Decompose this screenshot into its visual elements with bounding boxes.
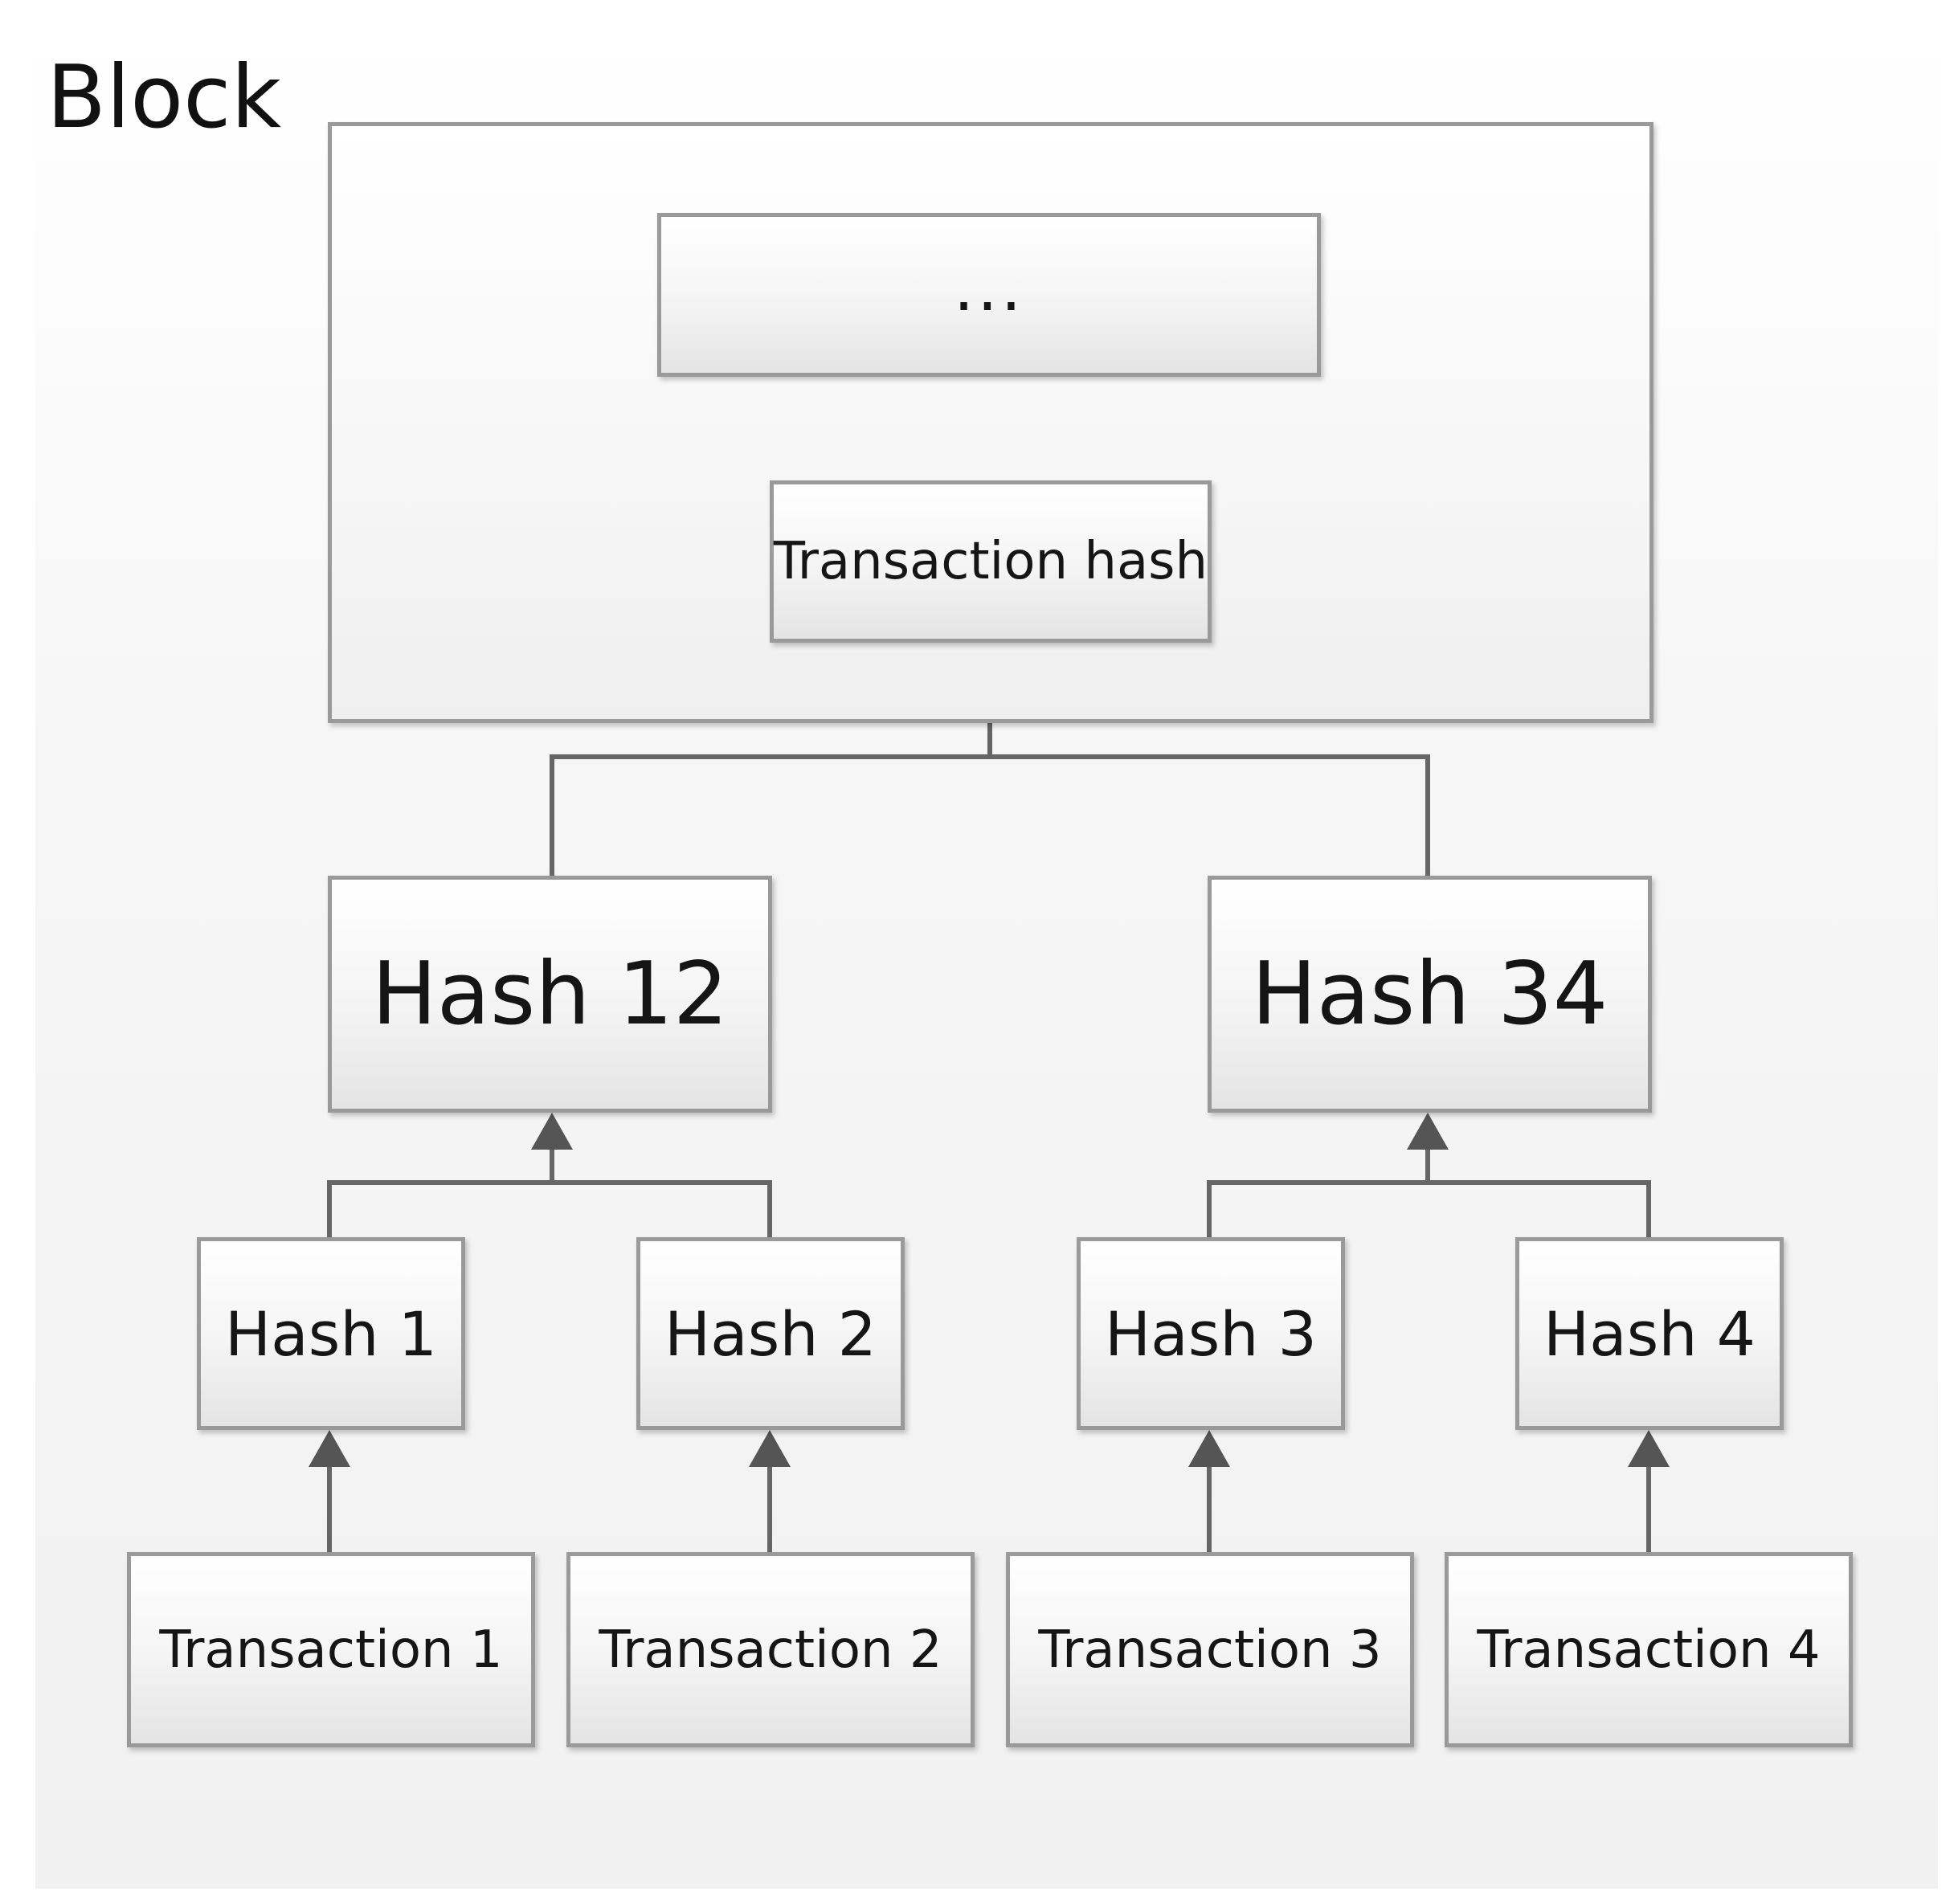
transaction-4-box: Transaction 4: [1445, 1552, 1853, 1747]
arrowhead-hash34: [1407, 1113, 1449, 1150]
hash-1-label: Hash 1: [225, 1297, 437, 1370]
hash-3-label: Hash 3: [1105, 1297, 1317, 1370]
transaction-1-box: Transaction 1: [127, 1552, 535, 1747]
connector-hash34-to-root: [990, 754, 1430, 876]
hash-4-label: Hash 4: [1543, 1297, 1756, 1370]
transaction-3-box: Transaction 3: [1006, 1552, 1414, 1747]
hash-4-box: Hash 4: [1515, 1237, 1784, 1430]
arrowhead-hash2: [749, 1430, 791, 1467]
transaction-2-box: Transaction 2: [566, 1552, 975, 1747]
arrowhead-hash3: [1188, 1430, 1230, 1467]
hash-3-box: Hash 3: [1077, 1237, 1345, 1430]
connector-hash12-to-root: [550, 754, 990, 876]
hash-12-box: Hash 12: [328, 876, 772, 1113]
hash-12-label: Hash 12: [371, 944, 729, 1044]
arrowhead-hash4: [1628, 1430, 1670, 1467]
arrowhead-hash1: [309, 1430, 350, 1467]
hash-34-box: Hash 34: [1208, 876, 1652, 1113]
ellipsis-label: ...: [953, 250, 1025, 325]
transaction-hash-box: Transaction hash: [770, 480, 1212, 643]
connector-hash4-to-hash34: [1428, 1180, 1651, 1237]
hash-1-box: Hash 1: [197, 1237, 465, 1430]
transaction-2-label: Transaction 2: [599, 1620, 942, 1680]
hash-2-label: Hash 2: [664, 1297, 877, 1370]
hash-2-box: Hash 2: [636, 1237, 905, 1430]
hash-34-label: Hash 34: [1251, 944, 1609, 1044]
arrowhead-hash12: [531, 1113, 573, 1150]
transaction-3-label: Transaction 3: [1038, 1620, 1382, 1680]
connector-hash2-to-hash12: [552, 1180, 772, 1237]
block-ellipsis-box: ...: [657, 213, 1321, 377]
connector-hash3-to-hash34: [1207, 1180, 1428, 1237]
transaction-1-label: Transaction 1: [159, 1620, 503, 1680]
connector-hash1-to-hash12: [327, 1180, 552, 1237]
diagram-title: Block: [47, 47, 282, 148]
transaction-hash-label: Transaction hash: [773, 532, 1208, 591]
transaction-4-label: Transaction 4: [1477, 1620, 1821, 1680]
